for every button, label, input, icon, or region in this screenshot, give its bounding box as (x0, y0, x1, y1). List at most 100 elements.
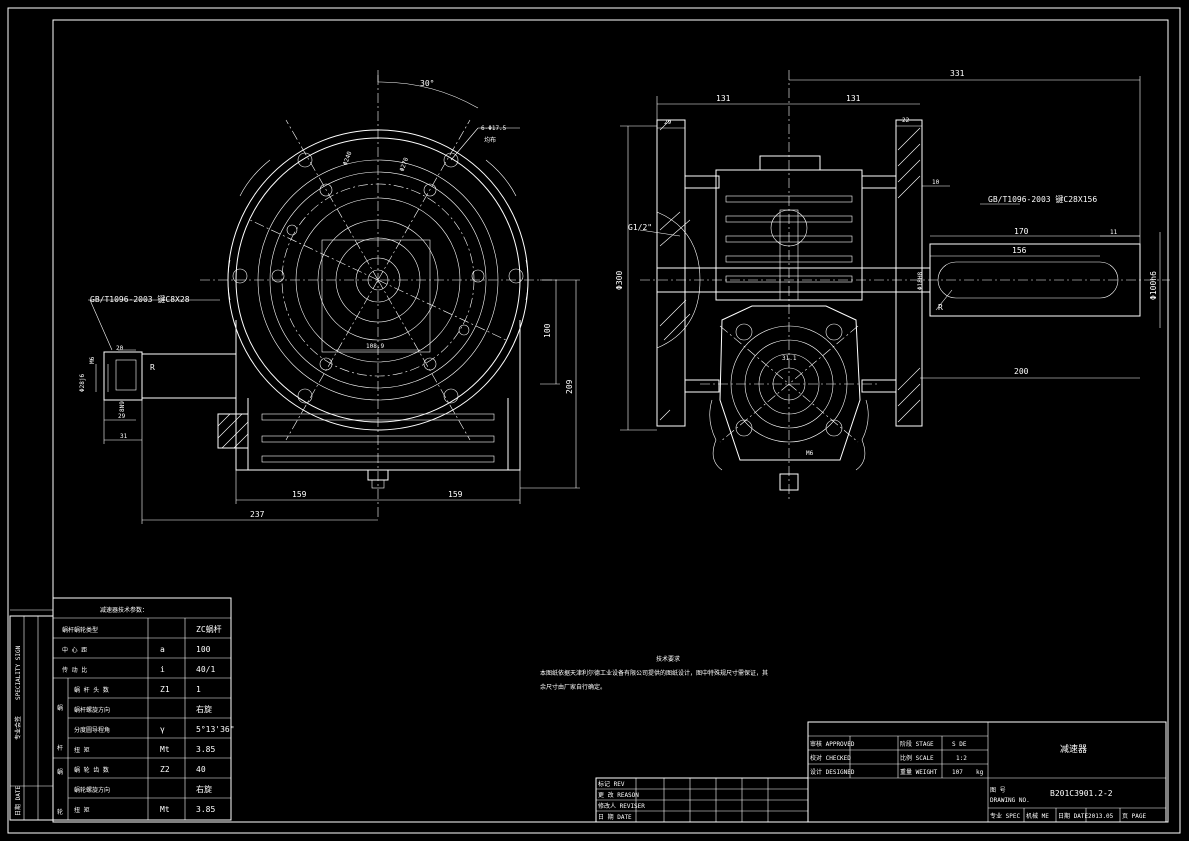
dim-100h6: Φ100h6 (1149, 271, 1158, 300)
param-value: 3.85 (196, 805, 215, 814)
dim-159a: 159 (292, 490, 307, 499)
revision-block: 标记 REV 更 改 REASON 修改人 REVISER 日 期 DATE (595, 777, 809, 823)
front-dim-r: R (150, 363, 155, 372)
rev-row-2: 更 改 REASON (598, 791, 639, 799)
param-label: 蜗杆蜗轮类型 (62, 626, 98, 634)
front-view: 30° 6-Φ17.5 均布 Φ240 Φ270 GB/T1096-2003 键… (79, 70, 580, 524)
dim-20: 20 (116, 345, 124, 352)
param-label: 中 心 距 (62, 646, 87, 654)
scale-label: 比例 SCALE (900, 754, 934, 762)
front-std-label: GB/T1096-2003 键C8X28 (90, 294, 190, 304)
rev-row-4: 日 期 DATE (598, 813, 632, 821)
spec-value: 机械 ME (1026, 812, 1049, 820)
dia-240: Φ240 (342, 150, 354, 166)
dim-159b: 159 (448, 490, 463, 499)
dim-156: 156 (1012, 246, 1027, 255)
date-value: 2013.05 (1088, 813, 1114, 820)
param-label: 分度圆导程角 (74, 726, 110, 734)
dim-170: 170 (1014, 227, 1029, 236)
param-value: 3.85 (196, 745, 215, 754)
param-value: 右旋 (196, 704, 212, 714)
dia-270: Φ270 (399, 156, 411, 172)
stage-label: 阶段 STAGE (900, 740, 934, 748)
param-label: 蜗轮螺旋方向 (74, 786, 110, 794)
designed-label: 设计 DESIGNED (810, 768, 855, 776)
dim-8n9: 8N9 (119, 401, 126, 412)
dia-300: Φ300 (615, 271, 624, 290)
holes-label: 6-Φ17.5 (481, 125, 507, 132)
param-value: 40 (196, 765, 206, 774)
param-label: 蜗 杆 头 数 (74, 686, 109, 694)
dim-331: 331 (950, 69, 965, 78)
param-side-label: 杆 (57, 744, 63, 752)
left-strip: SPECIALITY SIGN 专业会签 日期 DATE (9, 609, 54, 821)
param-symbol: γ (160, 725, 165, 734)
weight-unit: kg (976, 769, 984, 776)
params-title: 减速器技术参数： (100, 606, 148, 614)
param-value: 1 (196, 685, 201, 694)
strip-small1: 专业会签 (14, 716, 22, 740)
dim-209: 209 (565, 379, 574, 394)
stage-value: S DE (952, 741, 967, 748)
side-dim-18: Φ18H8 (917, 272, 924, 290)
g-thread: G1/2" (628, 223, 652, 232)
params-table: 减速器技术参数： (52, 597, 232, 821)
tech-line1: 本图纸依据天津利尔德工业设备有限公司提供的图纸设计，图中特殊规尺寸需保证，其 (540, 669, 768, 677)
tech-title: 技术要求 (656, 655, 680, 663)
page-label: 页 PAGE (1122, 813, 1146, 820)
scale-value: 1:2 (956, 755, 967, 762)
dim-28j6: Φ28j6 (79, 374, 86, 392)
checked-label: 校对 CHECKED (810, 754, 851, 762)
drawing-name: 减速器 (1060, 743, 1087, 755)
param-label: 扭 矩 (74, 806, 90, 814)
param-value: 40/1 (196, 665, 215, 674)
strip-small2: 日期 DATE (14, 786, 22, 816)
param-side-label: 蜗 (57, 704, 63, 712)
param-label: 传 动 比 (62, 666, 87, 674)
param-symbol: Mt (160, 805, 170, 814)
param-value: ZC蜗杆 (196, 624, 222, 634)
dim-200: 200 (1014, 367, 1029, 376)
drawing-no-sub: DRAWING NO. (990, 797, 1030, 804)
angle-label: 30° (420, 79, 434, 88)
param-label: 蜗杆螺旋方向 (74, 706, 110, 714)
title-block: 审核 APPROVED 校对 CHECKED 设计 DESIGNED 阶段 ST… (807, 721, 1167, 823)
param-symbol: a (160, 645, 165, 654)
holes-sub: 均布 (484, 136, 496, 144)
dim-237: 237 (250, 510, 265, 519)
dim-m6: M6 (89, 356, 96, 364)
side-dim-29: 29 (664, 119, 672, 126)
param-symbol: Z2 (160, 765, 170, 774)
param-value: 100 (196, 645, 211, 654)
side-dim-10: 10 (932, 179, 940, 186)
strip-label: SPECIALITY SIGN (15, 645, 22, 700)
dim-131b: 131 (846, 94, 861, 103)
param-value: 右旋 (196, 784, 212, 794)
side-std-label: GB/T1096-2003 键C28X156 (988, 194, 1097, 204)
weight-value: 107 (952, 769, 963, 776)
side-dim-31: 31.1 (782, 355, 797, 362)
dim-31: 31 (120, 433, 128, 440)
side-view: 331 131 131 29 22 10 G1/2" Φ300 GB/T1096… (615, 69, 1170, 500)
param-label: 扭 矩 (74, 746, 90, 754)
side-dim-r: R (938, 303, 943, 312)
side-dim-m6: M6 (806, 450, 814, 457)
spec-label: 专业 SPEC (990, 812, 1020, 820)
dim-11: 11 (1110, 229, 1118, 236)
inner-border (52, 19, 1169, 823)
date-label: 日期 DATE (1058, 812, 1088, 820)
param-side-label: 蜗 (57, 768, 63, 776)
param-side-label: 轮 (57, 808, 63, 816)
outer-border (7, 7, 1181, 834)
param-label: 蜗 轮 齿 数 (74, 766, 109, 774)
param-value: 5°13'36" (196, 725, 235, 734)
tech-notes: 技术要求 本图纸依据天津利尔德工业设备有限公司提供的图纸设计，图中特殊规尺寸需保… (540, 655, 768, 691)
param-symbol: Z1 (160, 685, 170, 694)
drawing-no-label: 图 号 (990, 787, 1006, 794)
dim-29: 29 (118, 413, 126, 420)
dim-131a: 131 (716, 94, 731, 103)
side-dim-22: 22 (902, 117, 910, 124)
rev-row-3: 修改人 REVISER (598, 802, 645, 810)
